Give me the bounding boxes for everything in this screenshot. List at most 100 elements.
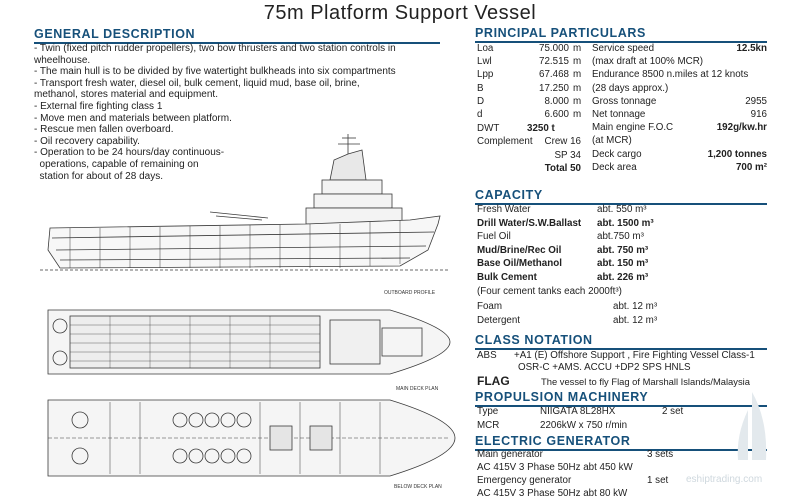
capacity-value: abt. 150 m³ <box>597 258 649 270</box>
particular-label: D <box>477 95 485 107</box>
capacity-label: Base Oil/Methanol <box>477 258 562 270</box>
propulsion-heading: PROPULSION MACHINERY <box>475 390 767 407</box>
particular-value: 17.250 <box>539 82 569 94</box>
particular-unit: m <box>573 82 582 94</box>
capacity-value: abt. 12 m³ <box>613 314 658 326</box>
capacity-label: Fresh Water <box>477 204 531 215</box>
description-line: - External fire fighting class 1 <box>34 100 163 112</box>
capacity-value: abt. 750 m³ <box>597 244 649 256</box>
particular-label: (at MCR) <box>592 135 632 147</box>
main-deck-plan-drawing <box>47 309 451 375</box>
general-description-heading: GENERAL DESCRIPTION <box>34 27 440 44</box>
ship-drawings <box>40 134 456 477</box>
capacity-label: Mud/Brine/Rec Oil <box>477 244 562 256</box>
main-generator-label: Main generator <box>477 449 543 460</box>
particular-label: (max draft at 100% MCR) <box>592 56 704 68</box>
abs-label: ABS <box>477 350 497 361</box>
below-deck-plan-drawing <box>47 399 456 477</box>
main-generator-spec: AC 415V 3 Phase 50Hz abt 450 kW <box>477 462 633 473</box>
particular-value: 2955 <box>745 95 767 107</box>
main-generator-qty: 3 sets <box>647 449 674 460</box>
propulsion-mcr-label: MCR <box>477 420 500 431</box>
principal-particulars-heading: PRINCIPAL PARTICULARS <box>475 26 767 43</box>
particular-value: 12.5kn <box>736 43 767 54</box>
particular-label: Deck cargo <box>592 148 642 160</box>
capacity-value: abt. 550 m³ <box>597 204 647 215</box>
propulsion-mcr-value: 2206kW x 750 r/min <box>540 420 628 431</box>
particular-value: 8.000 <box>544 95 569 107</box>
particular-value: 72.515 <box>539 56 569 68</box>
description-line: station for about of 28 days. <box>34 170 163 182</box>
outboard-profile-drawing <box>40 134 450 271</box>
particular-value: 916 <box>750 109 767 120</box>
description-line: - Operation to be 24 hours/day continuou… <box>34 147 225 159</box>
capacity-label: Fuel Oil <box>477 231 511 243</box>
description-line: - Move men and materials between platfor… <box>34 112 232 124</box>
description-line: - Rescue men fallen overboard. <box>34 124 174 136</box>
particular-label: Net tonnage <box>592 109 646 120</box>
below-deck-plan-label: BELOW DECK PLAN <box>394 484 442 490</box>
abs-notation-line1: +A1 (E) Offshore Support , Fire Fighting… <box>514 350 755 361</box>
particular-value: 700 m² <box>735 161 767 173</box>
abs-notation-line2: OSR-C +AMS. ACCU +DP2 SPS HNLS <box>518 362 691 373</box>
particular-label: Endurance 8500 n.miles at 12 knots <box>592 69 749 81</box>
page-title: 75m Platform Support Vessel <box>263 2 537 24</box>
outboard-profile-label: OUTBOARD PROFILE <box>384 290 436 296</box>
particular-label: Lpp <box>477 69 494 81</box>
electric-generator-heading: ELECTRIC GENERATOR <box>475 434 767 451</box>
capacity-label: Bulk Cement <box>477 272 537 283</box>
particular-label: Deck area <box>592 161 637 173</box>
description-line: methanol, stores material and equipment. <box>34 89 218 101</box>
flag-label: FLAG <box>477 374 510 388</box>
particular-value: 6.600 <box>544 109 569 120</box>
main-deck-plan-label: MAIN DECK PLAN <box>396 386 439 392</box>
particular-label: B <box>477 82 484 94</box>
description-line: - Transport fresh water, diesel oil, bul… <box>34 77 360 89</box>
watermark-logo <box>728 390 778 475</box>
particular-unit: m <box>573 56 582 68</box>
particular-label: Loa <box>477 43 494 54</box>
dwt-value: 3250 t <box>527 123 555 135</box>
particular-label: Lwl <box>477 56 492 68</box>
particular-label: Main engine F.O.C <box>592 122 674 134</box>
propulsion-type-qty: 2 set <box>662 406 684 417</box>
capacity-value: abt. 12 m³ <box>613 301 658 313</box>
description-line: - Twin (fixed pitch rudder propellers), … <box>34 43 396 54</box>
capacity-value: abt. 1500 m³ <box>597 217 654 229</box>
flag-text: The vessel to fly Flag of Marshall Islan… <box>541 376 750 387</box>
particular-value: 192g/kw.hr <box>716 122 767 134</box>
capacity-heading: CAPACITY <box>475 188 767 205</box>
sail-icon <box>737 392 767 460</box>
particular-value: 75.000 <box>539 43 569 54</box>
propulsion-type-label: Type <box>477 406 499 417</box>
description-line: - Oil recovery capability. <box>34 135 140 147</box>
description-line: operations, capable of remaining on <box>34 158 199 170</box>
propulsion-type-value: NIIGATA 8L28HX <box>540 406 616 417</box>
particular-label: Service speed <box>592 43 655 54</box>
emergency-generator-qty: 1 set <box>647 475 669 486</box>
particular-value: 1,200 tonnes <box>707 148 767 160</box>
class-notation-heading: CLASS NOTATION <box>475 333 767 350</box>
particular-unit: m <box>573 109 582 120</box>
particular-unit: m <box>573 95 582 107</box>
capacity-value: abt. 226 m³ <box>597 272 649 283</box>
capacity-label: Detergent <box>477 314 521 326</box>
capacity-note: (Four cement tanks each 2000ft³) <box>477 285 622 297</box>
capacity-label: Foam <box>477 301 503 313</box>
particular-label: (28 days approx.) <box>592 82 669 94</box>
emergency-generator-spec: AC 415V 3 Phase 50Hz abt 80 kW <box>477 488 628 499</box>
complement-label: Complement <box>477 136 533 148</box>
capacity-value: abt.750 m³ <box>597 231 644 243</box>
general-description-text: - Twin (fixed pitch rudder propellers), … <box>34 43 444 182</box>
particular-label: d <box>477 109 483 120</box>
description-line: wheelhouse. <box>34 54 91 66</box>
particular-unit: m <box>573 69 582 81</box>
capacity-table: Fresh Water abt. 550 m³ Drill Water/S.W.Ba… <box>477 203 777 333</box>
particular-label: Gross tonnage <box>592 95 657 107</box>
complement-sp: SP 34 <box>554 149 581 161</box>
dwt-label: DWT <box>477 123 500 135</box>
capacity-label: Drill Water/S.W.Ballast <box>477 217 582 229</box>
particular-unit: m <box>573 43 582 54</box>
complement-crew: Crew 16 <box>544 136 581 148</box>
